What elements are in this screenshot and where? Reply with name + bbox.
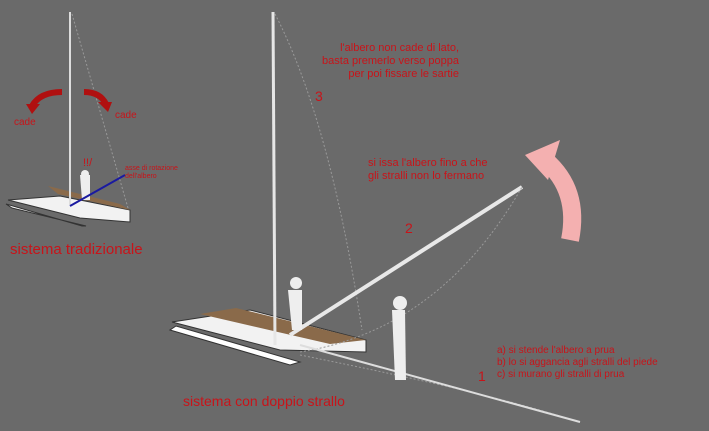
step3-text: l'albero non cade di lato,basta premerlo… bbox=[322, 42, 459, 81]
step2-number: 2 bbox=[405, 220, 413, 236]
fall-left-arrow-icon bbox=[29, 89, 63, 108]
double-stay-caption: sistema con doppio strallo bbox=[183, 393, 345, 409]
step1-number: 1 bbox=[478, 368, 486, 384]
step3-number: 3 bbox=[315, 88, 323, 104]
fall-left-label: cade bbox=[14, 117, 36, 128]
traditional-caption: sistema tradizionale bbox=[10, 241, 143, 258]
rotation-axis-line bbox=[69, 174, 126, 207]
small-catamaran bbox=[5, 12, 131, 227]
big-catamaran bbox=[168, 11, 581, 423]
exclamation: !!/ bbox=[83, 157, 93, 169]
fall-right-label: cade bbox=[115, 110, 137, 121]
